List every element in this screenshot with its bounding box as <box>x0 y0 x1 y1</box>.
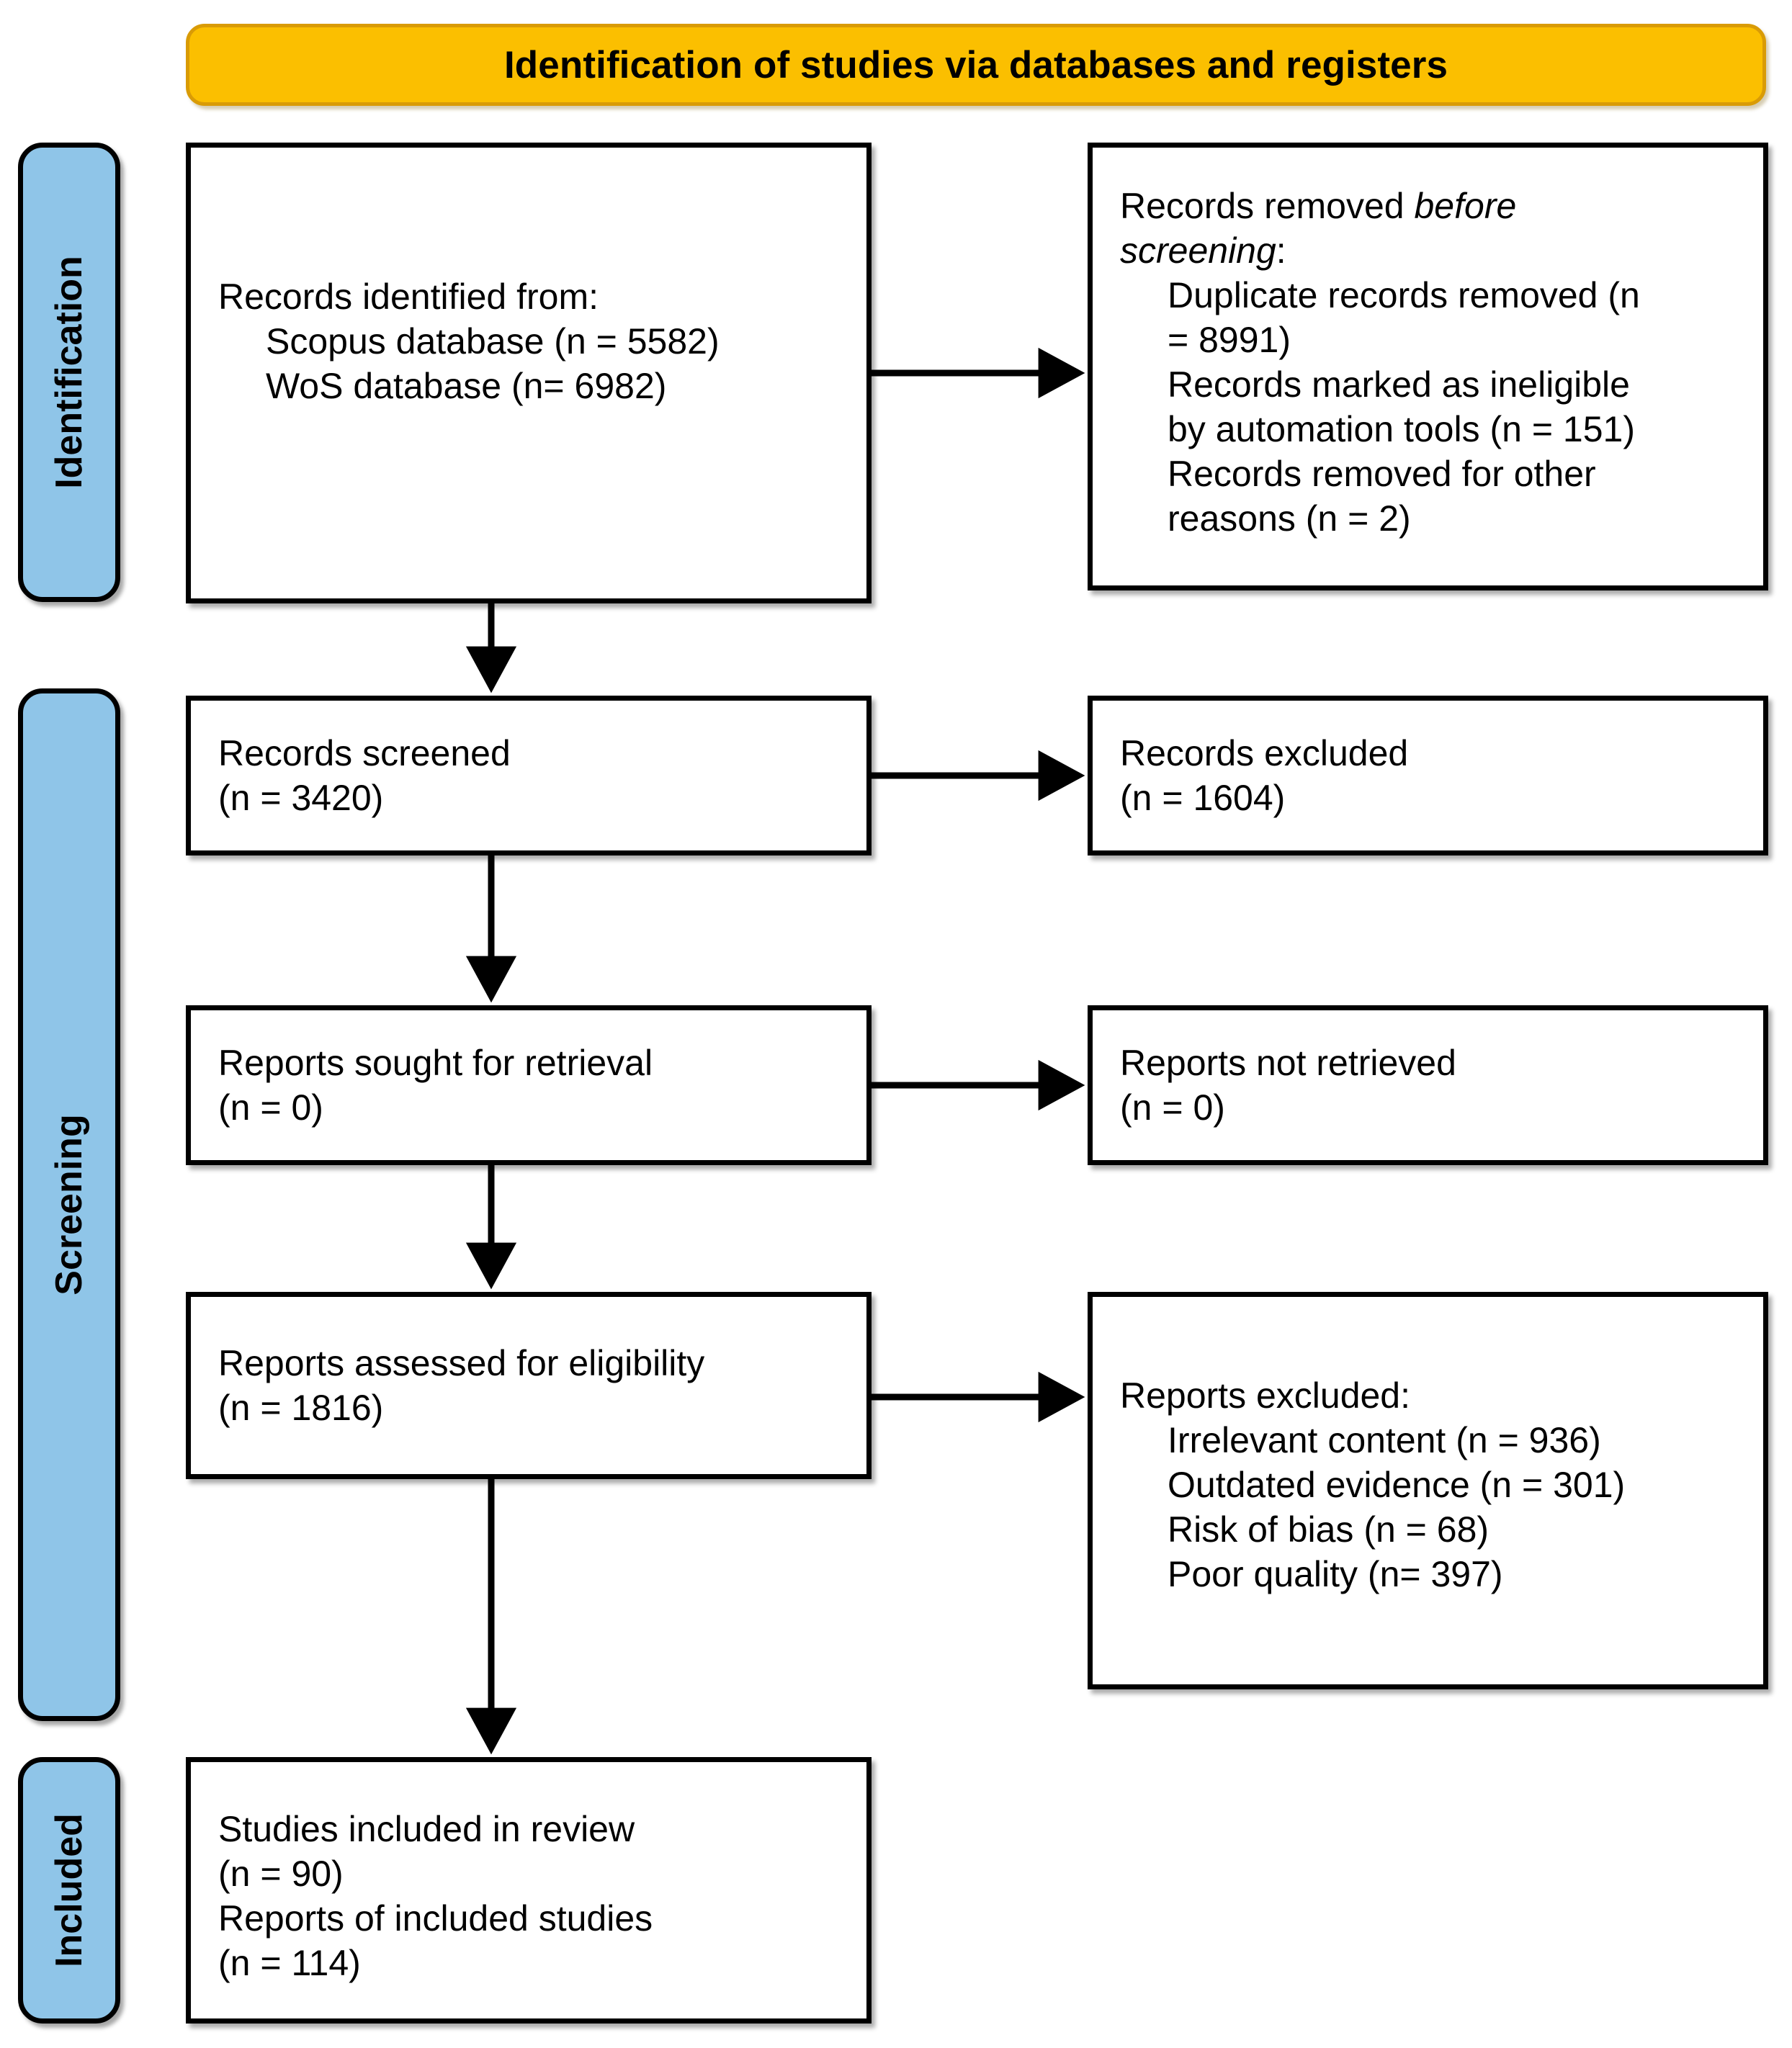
records-identified-line-1: Records identified from: <box>218 277 599 317</box>
records-removed-before: before <box>1414 186 1517 226</box>
records-removed-screening: screening <box>1120 230 1276 271</box>
box-studies-included: Studies included in review (n = 90) Repo… <box>186 1757 872 2024</box>
box-records-identified: Records identified from: Scopus database… <box>186 143 872 603</box>
reports-excluded-poorquality: Poor quality (n= 397) <box>1168 1554 1503 1594</box>
reports-not-retrieved-label: Reports not retrieved <box>1120 1043 1456 1083</box>
stage-label-identification-text: Identification <box>48 256 90 489</box>
records-screened-label: Records screened <box>218 733 511 773</box>
stage-label-included-text: Included <box>48 1813 90 1967</box>
banner-title: Identification of studies via databases … <box>503 43 1448 86</box>
reports-excluded-outdated: Outdated evidence (n = 301) <box>1168 1465 1626 1505</box>
records-screened-count: (n = 3420) <box>218 778 384 818</box>
records-identified-scopus: Scopus database (n = 5582) <box>266 321 720 361</box>
records-identified-wos: WoS database (n= 6982) <box>266 366 667 406</box>
box-records-screened: Records screened (n = 3420) <box>186 696 872 855</box>
records-excluded-label: Records excluded <box>1120 733 1409 773</box>
reports-sought-count: (n = 0) <box>218 1087 323 1128</box>
stage-label-screening-text: Screening <box>48 1114 90 1295</box>
box-records-removed: Records removed before screening: Duplic… <box>1088 143 1768 590</box>
reports-excluded-riskofbias: Risk of bias (n = 68) <box>1168 1509 1489 1550</box>
records-removed-colon: : <box>1276 230 1286 271</box>
reports-sought-label: Reports sought for retrieval <box>218 1043 653 1083</box>
records-removed-other-a: Records removed for other <box>1168 454 1596 494</box>
records-removed-other-b: reasons (n = 2) <box>1168 498 1411 539</box>
box-reports-excluded: Reports excluded: Irrelevant content (n … <box>1088 1292 1768 1689</box>
stage-label-identification: Identification <box>18 143 120 602</box>
studies-included-label: Studies included in review <box>218 1809 635 1849</box>
stage-label-included: Included <box>18 1757 120 2024</box>
stage-label-screening: Screening <box>18 688 120 1721</box>
records-removed-automation-b: by automation tools (n = 151) <box>1168 409 1635 449</box>
reports-excluded-irrelevant: Irrelevant content (n = 936) <box>1168 1420 1601 1460</box>
box-reports-sought: Reports sought for retrieval (n = 0) <box>186 1005 872 1165</box>
reports-assessed-count: (n = 1816) <box>218 1388 384 1428</box>
records-removed-duplicate-b: = 8991) <box>1168 320 1291 360</box>
reports-included-label: Reports of included studies <box>218 1898 653 1939</box>
box-records-excluded: Records excluded (n = 1604) <box>1088 696 1768 855</box>
reports-included-count: (n = 114) <box>218 1943 361 1983</box>
box-reports-not-retrieved: Reports not retrieved (n = 0) <box>1088 1005 1768 1165</box>
records-removed-duplicate-a: Duplicate records removed (n <box>1168 275 1640 315</box>
records-removed-line-1-a: Records removed <box>1120 186 1415 226</box>
records-removed-automation-a: Records marked as ineligible <box>1168 364 1630 405</box>
records-excluded-count: (n = 1604) <box>1120 778 1286 818</box>
box-reports-assessed: Reports assessed for eligibility (n = 18… <box>186 1292 872 1479</box>
reports-assessed-label: Reports assessed for eligibility <box>218 1343 705 1383</box>
studies-included-count: (n = 90) <box>218 1854 344 1894</box>
records-removed-line-2: screening: <box>1120 228 1747 273</box>
reports-excluded-label: Reports excluded: <box>1120 1375 1411 1416</box>
identification-banner: Identification of studies via databases … <box>186 24 1766 106</box>
reports-not-retrieved-count: (n = 0) <box>1120 1087 1225 1128</box>
records-removed-line-1: Records removed before <box>1120 184 1747 228</box>
